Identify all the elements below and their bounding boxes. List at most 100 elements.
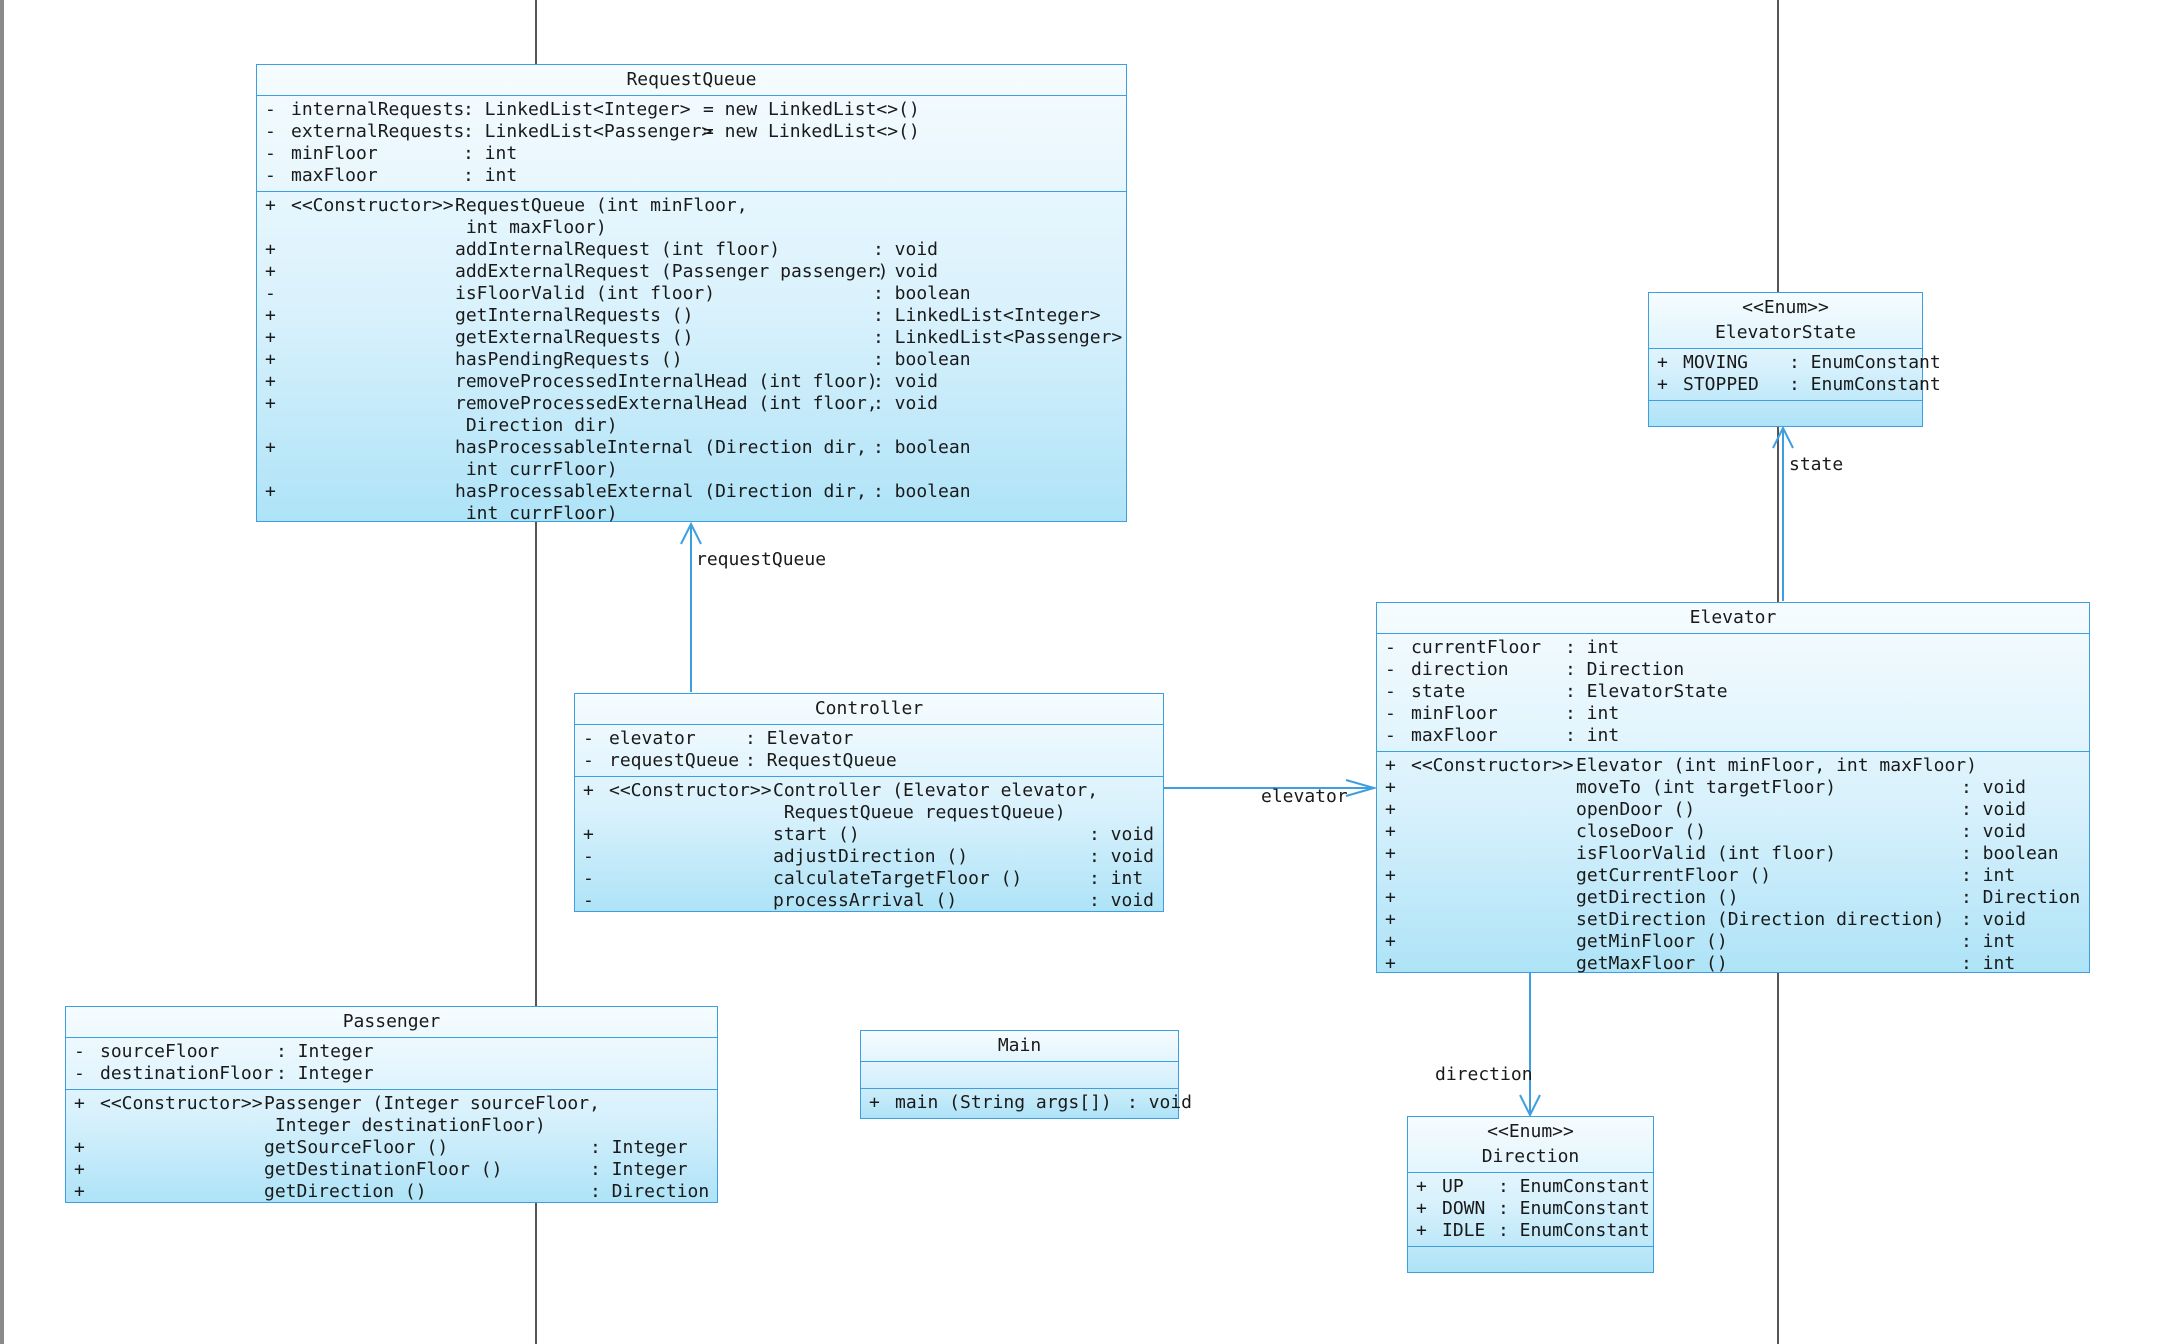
attribute-type: : Integer	[276, 1041, 374, 1062]
operations-compartment: +<<Constructor>>Passenger (Integer sourc…	[66, 1090, 717, 1207]
visibility-spacer	[265, 503, 291, 525]
visibility-marker: +	[74, 1137, 85, 1158]
operation-stereotype	[291, 305, 455, 327]
attributes-compartment: -internalRequests: LinkedList<Integer>= …	[257, 96, 1126, 192]
operation-row: +getMaxFloor (): int	[1385, 953, 2083, 975]
operation-row: +getDirection (): Direction	[74, 1181, 711, 1203]
class-header: Main	[861, 1031, 1178, 1062]
attribute-name: maxFloor	[291, 165, 378, 186]
operation-stereotype	[100, 1137, 264, 1159]
class-requestqueue[interactable]: RequestQueue -internalRequests: LinkedLi…	[256, 64, 1127, 525]
attribute-row: +STOPPED: EnumConstant	[1657, 374, 1941, 396]
operation-signature: closeDoor ()	[1576, 821, 1707, 842]
attribute-name: elevator	[609, 728, 696, 749]
operation-signature: moveTo (int targetFloor)	[1576, 777, 1837, 798]
attribute-type: : ElevatorState	[1565, 681, 1728, 702]
left-window-border	[0, 0, 4, 1344]
visibility-marker: -	[265, 283, 276, 304]
attribute-type: : Integer	[276, 1063, 374, 1084]
operation-row: +getInternalRequests (): LinkedList<Inte…	[265, 305, 1120, 327]
operation-return-type: : void	[1089, 846, 1155, 867]
attribute-name: UP	[1442, 1176, 1464, 1197]
visibility-marker: +	[1416, 1176, 1427, 1197]
stereotype-spacer	[609, 802, 773, 824]
operation-return-type: : boolean	[873, 349, 971, 370]
operation-signature: removeProcessedInternalHead (int floor)	[455, 371, 878, 392]
visibility-marker: -	[583, 728, 594, 749]
requestqueue-role-label: requestQueue	[696, 549, 827, 570]
attribute-initial-value: = new LinkedList<>()	[703, 121, 920, 142]
class-header: Passenger	[66, 1007, 717, 1038]
visibility-marker: +	[1657, 374, 1668, 395]
operation-continuation-row: int currFloor)	[265, 459, 1120, 481]
visibility-marker: +	[1385, 865, 1396, 886]
operation-stereotype: <<Constructor>>	[100, 1093, 263, 1114]
class-passenger[interactable]: Passenger -sourceFloor: Integer-destinat…	[65, 1006, 718, 1203]
class-header: Controller	[575, 694, 1163, 725]
attribute-name: currentFloor	[1411, 637, 1542, 658]
attribute-row: -minFloor: int	[265, 143, 1120, 165]
operation-signature-continuation: int maxFloor)	[455, 217, 607, 238]
attribute-name: externalRequests	[291, 121, 465, 142]
operation-return-type: : int	[1961, 953, 2016, 974]
visibility-marker: +	[1385, 777, 1396, 798]
class-elevator[interactable]: Elevator -currentFloor: int-direction: D…	[1376, 602, 2090, 975]
visibility-marker: +	[1385, 953, 1396, 974]
visibility-marker: +	[1385, 909, 1396, 930]
attribute-row: -destinationFloor: Integer	[74, 1063, 711, 1085]
visibility-marker: -	[583, 846, 594, 867]
class-controller[interactable]: Controller -elevator: Elevator-requestQu…	[574, 693, 1164, 912]
operation-signature: setDirection (Direction direction)	[1576, 909, 1945, 930]
operation-return-type: : void	[873, 261, 939, 282]
operation-row: +hasProcessableInternal (Direction dir,:…	[265, 437, 1120, 459]
attributes-compartment	[861, 1062, 1178, 1089]
visibility-marker: -	[265, 99, 276, 120]
operation-return-type: : boolean	[873, 283, 971, 304]
visibility-marker: +	[869, 1092, 880, 1113]
operation-row: +<<Constructor>>RequestQueue (int minFlo…	[265, 195, 1120, 217]
attribute-type: : EnumConstant	[1789, 352, 1941, 373]
operation-return-type: : boolean	[1961, 843, 2059, 864]
operation-row: +isFloorValid (int floor): boolean	[1385, 843, 2083, 865]
operation-return-type: : void	[1089, 824, 1155, 845]
class-main[interactable]: Main +main (String args[]): void	[860, 1030, 1192, 1119]
operation-stereotype	[1411, 953, 1576, 975]
attribute-type: : EnumConstant	[1498, 1198, 1650, 1219]
operation-row: +<<Constructor>>Passenger (Integer sourc…	[74, 1093, 711, 1115]
operation-stereotype: <<Constructor>>	[291, 195, 454, 216]
attribute-row: -internalRequests: LinkedList<Integer>= …	[265, 99, 1120, 121]
attribute-row: +MOVING: EnumConstant	[1657, 352, 1941, 374]
attribute-row: -sourceFloor: Integer	[74, 1041, 711, 1063]
visibility-marker: -	[1385, 659, 1396, 680]
operation-row: +<<Constructor>>Controller (Elevator ele…	[583, 780, 1157, 802]
operation-row: +getDirection (): Direction	[1385, 887, 2083, 909]
attribute-type: : int	[1565, 703, 1620, 724]
operation-signature: Controller (Elevator elevator,	[773, 780, 1099, 801]
attribute-type: : int	[463, 143, 518, 164]
operation-continuation-row: int maxFloor)	[265, 217, 1120, 239]
stereotype-label: <<Enum>>	[1487, 1121, 1574, 1142]
operation-stereotype	[100, 1181, 264, 1203]
class-name: RequestQueue	[626, 69, 757, 90]
visibility-marker: -	[74, 1063, 85, 1084]
attribute-initial-value: = new LinkedList<>()	[703, 99, 920, 120]
operation-stereotype	[609, 846, 773, 868]
operation-row: +closeDoor (): void	[1385, 821, 2083, 843]
operation-stereotype	[291, 327, 455, 349]
operation-return-type: : Direction	[1961, 887, 2081, 908]
operation-return-type: : void	[1089, 890, 1155, 911]
operation-stereotype	[291, 239, 455, 261]
visibility-marker: +	[265, 327, 276, 348]
enum-direction[interactable]: <<Enum>> Direction +UP: EnumConstant+DOW…	[1407, 1116, 1654, 1273]
operation-stereotype	[291, 349, 455, 371]
operation-signature: hasPendingRequests ()	[455, 349, 683, 370]
attribute-type: : Direction	[1565, 659, 1685, 680]
attributes-compartment: -sourceFloor: Integer-destinationFloor: …	[66, 1038, 717, 1090]
visibility-marker: +	[265, 371, 276, 392]
attribute-row: +IDLE: EnumConstant	[1416, 1220, 1650, 1242]
visibility-marker: +	[1385, 931, 1396, 952]
operation-signature: removeProcessedExternalHead (int floor,	[455, 393, 878, 414]
attribute-type: : int	[1565, 725, 1620, 746]
enum-elevatorstate[interactable]: <<Enum>> ElevatorState +MOVING: EnumCons…	[1648, 292, 1941, 427]
operation-signature-continuation: Direction dir)	[455, 415, 618, 436]
